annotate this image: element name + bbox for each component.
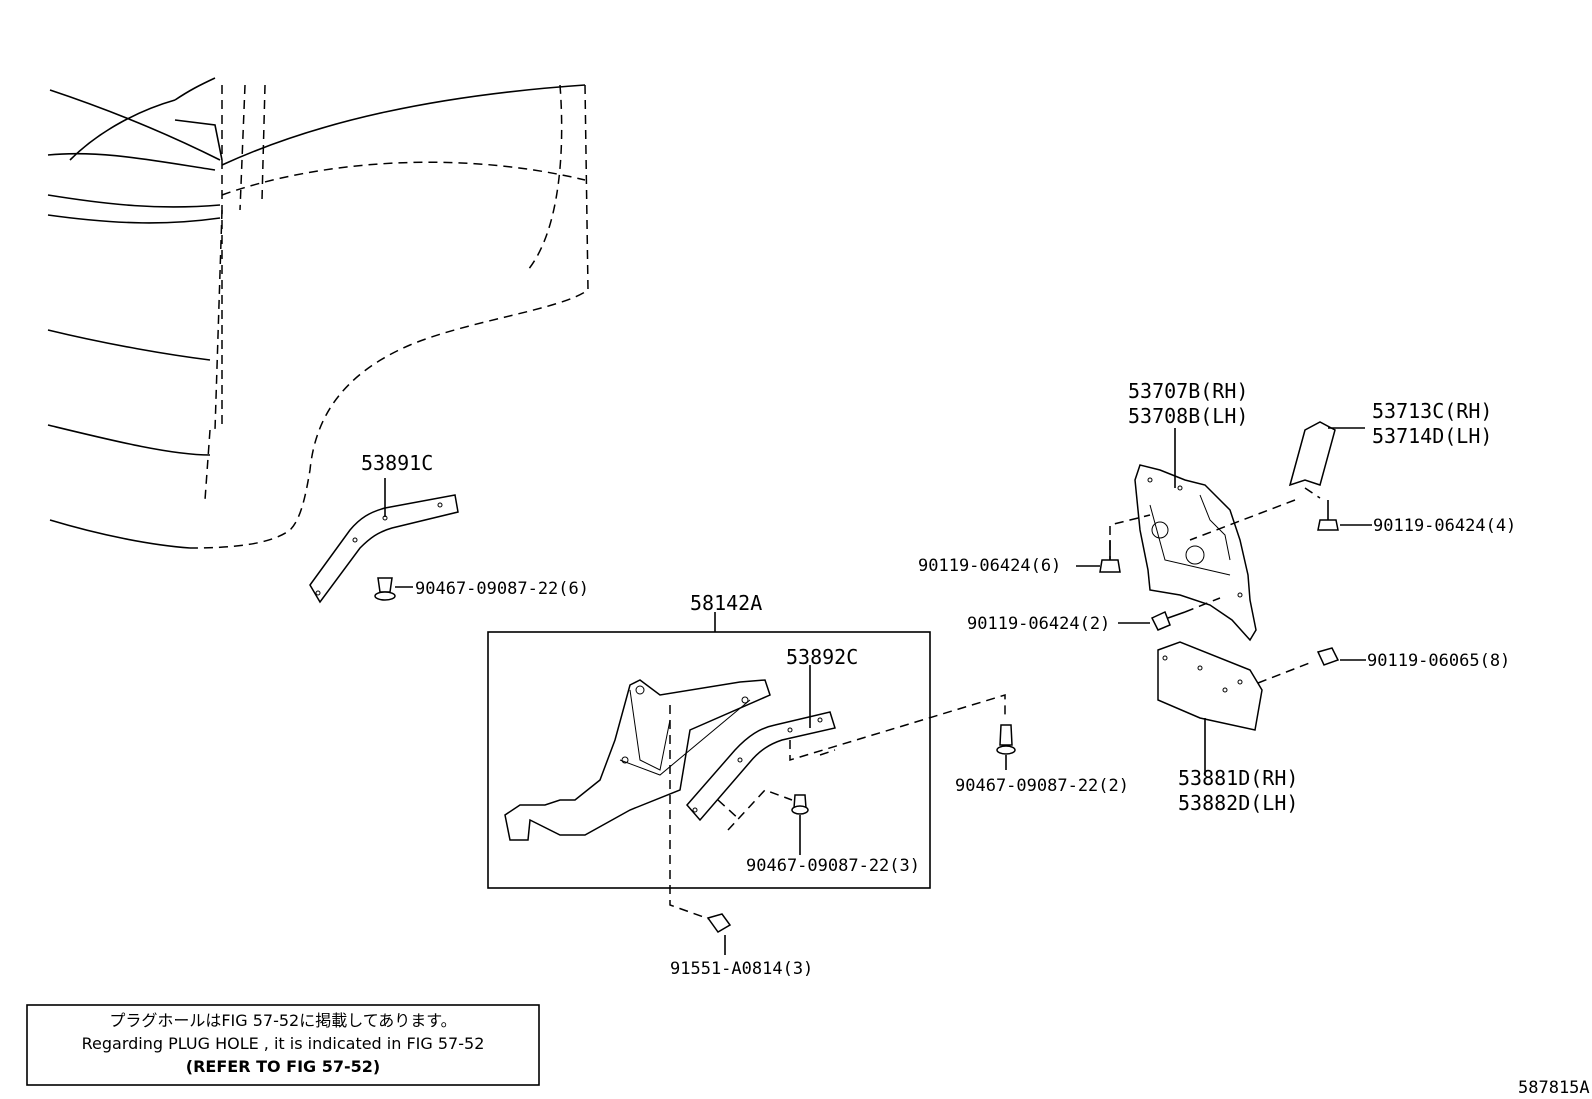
part-53881d-drawing xyxy=(1157,641,1263,731)
clip-90467-left-drawing xyxy=(374,577,396,601)
label-91551: 91551-A0814(3) xyxy=(670,959,813,979)
label-53708b: 53708B(LH) xyxy=(1128,404,1248,428)
label-53881d: 53881D(RH) xyxy=(1178,766,1298,790)
label-53892c: 53892C xyxy=(786,645,858,669)
label-90119-6: 90119-06424(6) xyxy=(918,556,1061,576)
clip-90467-center-drawing xyxy=(791,794,809,815)
bolt-90119-6-drawing xyxy=(1099,540,1121,573)
bolt-90119-2-drawing xyxy=(1150,610,1186,631)
label-90467-2: 90467-09087-22(2) xyxy=(955,776,1129,796)
label-53882d: 53882D(LH) xyxy=(1178,791,1298,815)
part-58142a-drawing xyxy=(504,679,771,841)
label-53891c: 53891C xyxy=(361,451,433,475)
clip-90467-right-drawing xyxy=(996,724,1016,770)
part-53713c-drawing xyxy=(1288,421,1336,487)
vehicle-body-outline xyxy=(47,77,589,549)
label-53713c: 53713C(RH) xyxy=(1372,399,1492,423)
bolt-91551-drawing xyxy=(706,913,732,955)
label-90467-6: 90467-09087-22(6) xyxy=(415,579,589,599)
bolt-90119-4-drawing xyxy=(1317,500,1339,531)
part-53707b-drawing xyxy=(1134,464,1257,642)
label-53714d: 53714D(LH) xyxy=(1372,424,1492,448)
figure-id: 587815A xyxy=(1518,1078,1590,1098)
group-box-58142a xyxy=(487,631,931,889)
label-90119-2: 90119-06424(2) xyxy=(967,614,1110,634)
note-line-refer: (REFER TO FIG 57-52) xyxy=(186,1057,380,1076)
note-line-english: Regarding PLUG HOLE , it is indicated in… xyxy=(82,1034,485,1053)
label-90119-8: 90119-06065(8) xyxy=(1367,651,1510,671)
bolt-90119-8-drawing xyxy=(1316,647,1340,666)
label-53707b: 53707B(RH) xyxy=(1128,379,1248,403)
note-line-japanese: プラグホールはFIG 57-52に掲載してあります。 xyxy=(109,1011,456,1030)
label-90119-4: 90119-06424(4) xyxy=(1373,516,1516,536)
label-90467-3: 90467-09087-22(3) xyxy=(746,856,920,876)
note-box: プラグホールはFIG 57-52に掲載してあります。 Regarding PLU… xyxy=(26,1004,540,1086)
part-53892c-drawing xyxy=(686,711,836,822)
label-58142a: 58142A xyxy=(690,591,762,615)
part-53891c-drawing xyxy=(309,494,459,604)
